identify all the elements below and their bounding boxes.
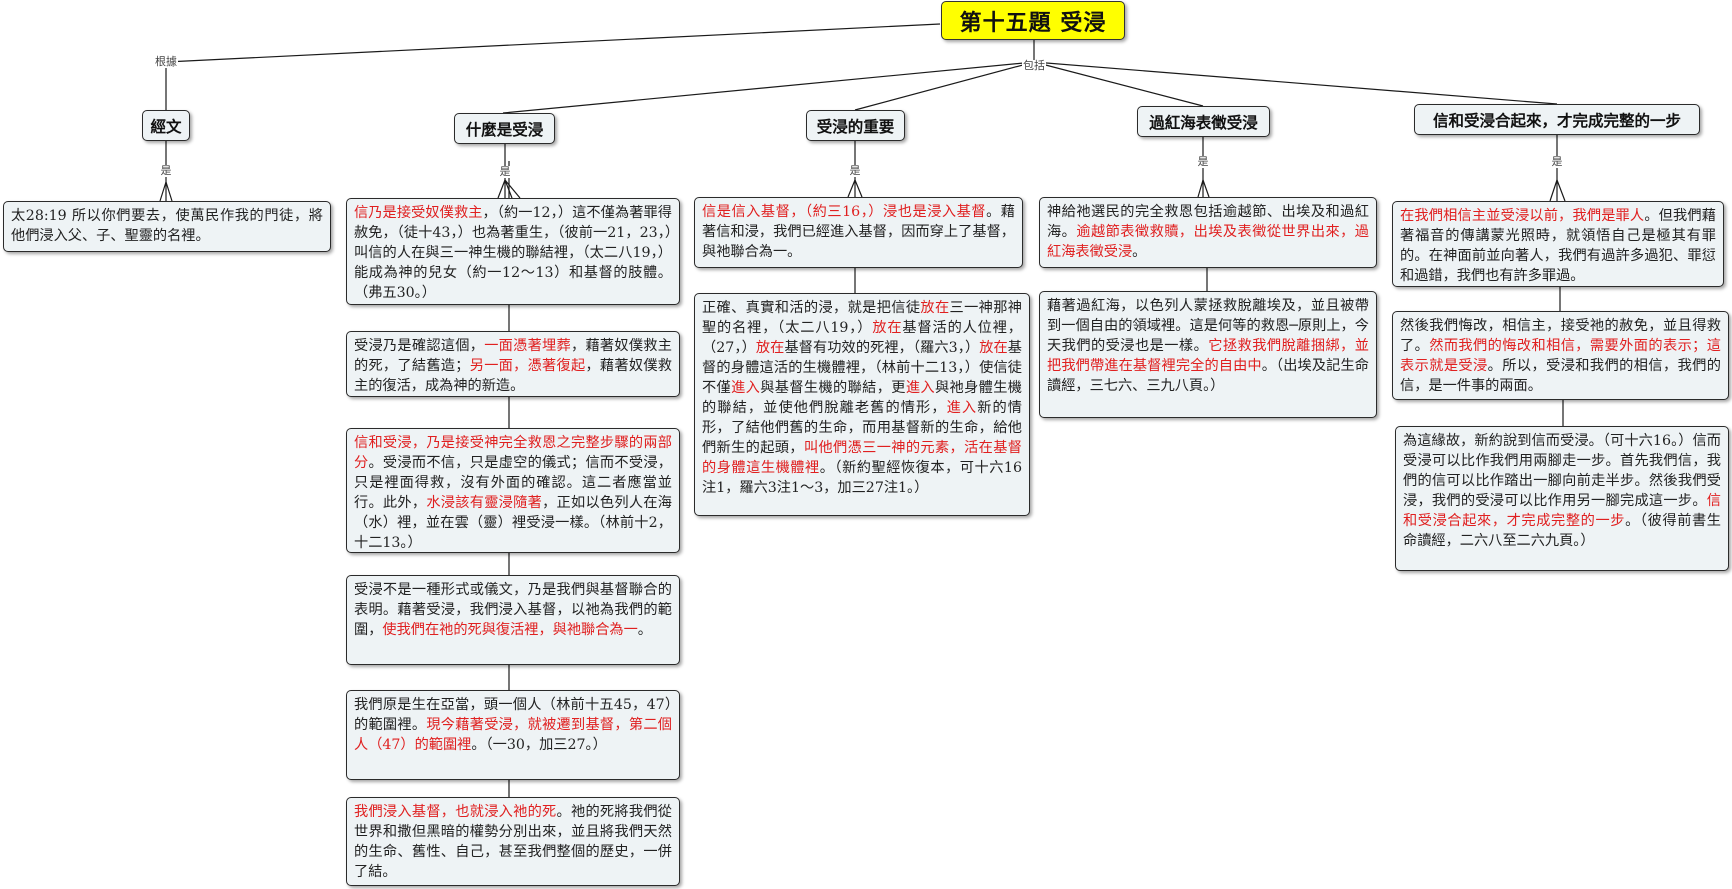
topic-redsea-title: 過紅海表徵受浸	[1149, 112, 1258, 132]
highlight-text: 信和受浸，乃是接受神完全救恩之完整步驟的兩部分	[354, 435, 672, 471]
highlight-text: 然而我們的悔改和相信，需要外面的表示；這表示就是受浸	[1400, 338, 1721, 374]
note-text: ，藉著奴僕救主的死，了結舊造；	[354, 338, 672, 374]
highlight-text: 放在	[872, 320, 903, 336]
topic-faith[interactable]: 信和受浸合起來，才完成完整的一步	[1414, 104, 1700, 135]
topic-scripture-title: 經文	[150, 116, 182, 136]
note-redsea-2[interactable]: 藉著過紅海，以色列人蒙拯救脫離埃及，並且被帶到一個自由的領域裡。這是何等的救恩─…	[1039, 291, 1377, 418]
note-text: 新的情形，了結他們舊的生命，而用基督新的生命，給他們新生的起頭，	[702, 400, 1022, 456]
note-text: 我們原是生在亞當，頭一個人（林前十五45，47）的範圍裡。	[354, 697, 672, 733]
highlight-text: 逾越節表徵救贖，出埃及表徵從世界出來，過紅海表徵受浸	[1047, 224, 1369, 260]
highlight-text: 另一面，憑著復起	[469, 358, 586, 374]
highlight-text: 信是信入基督，（約三16，）浸也是浸入基督	[702, 204, 987, 220]
note-what-3[interactable]: 信和受浸，乃是接受神完全救恩之完整步驟的兩部分。受浸而不信，只是虛空的儀式；信而…	[346, 428, 680, 553]
topic-importance-title: 受浸的重要	[816, 116, 895, 136]
note-importance-2[interactable]: 正確、真實和活的浸，就是把信徒放在三一神那神聖的名裡，（太二八19，）放在基督活…	[694, 293, 1030, 516]
note-text: 三一神那神聖的名裡，（太二八19，）	[702, 300, 1022, 336]
note-faith-3[interactable]: 為這緣故，新約說到信而受浸。（可十六16。）信而受浸可以比作我們用兩腳走一步。首…	[1395, 426, 1729, 571]
note-text: 基督活的人位裡，（27，）	[702, 320, 1022, 356]
note-text: 受浸乃是確認這個，	[354, 338, 485, 354]
note-text: 。（出埃及記生命讀經，三七六、三九八頁。）	[1047, 358, 1369, 394]
note-text: 。但我們藉著福音的傳講蒙光照時，就領悟自己是極其有罪的。在神面前並向著人，我們有…	[1400, 208, 1716, 284]
note-text: 。	[637, 622, 652, 638]
note-scripture-1[interactable]: 太28:19 所以你們要去，使萬民作我的門徒，將他們浸入父、子、聖靈的名裡。	[3, 201, 331, 252]
root-title: 第十五題 受浸	[959, 9, 1107, 36]
highlight-text: 進入	[731, 380, 761, 396]
note-text: 。（彼得前書生命讀經，二六八至二六九頁。）	[1403, 513, 1721, 549]
highlight-text: 水浸該有靈浸隨著	[426, 495, 543, 511]
note-what-5[interactable]: 我們原是生在亞當，頭一個人（林前十五45，47）的範圍裡。現今藉著受浸，就被遷到…	[346, 690, 680, 780]
root-topic[interactable]: 第十五題 受浸	[941, 1, 1125, 40]
note-text: 。所以，受浸和我們的相信，我們的信，是一件事的兩面。	[1400, 358, 1721, 394]
note-text: 。藉著信和浸，我們已經進入基督，因而穿上了基督，與祂聯合為一。	[702, 204, 1015, 260]
note-text: 。（新約聖經恢復本，可十六16注1，羅六3注1～3，加三27注1。）	[702, 460, 1022, 496]
note-text: 。祂的死將我們從世界和撒但黑暗的權勢分別出來，並且將我們天然的生命、舊性、自己，…	[354, 804, 672, 880]
highlight-text: 進入	[946, 400, 978, 416]
note-text: 太28:19 所以你們要去，使萬民作我的門徒，將他們浸入父、子、聖靈的名裡。	[11, 208, 323, 244]
note-redsea-1[interactable]: 神給祂選民的完全救恩包括逾越節、出埃及和過紅海。逾越節表徵救贖，出埃及表徵從世界…	[1039, 197, 1377, 268]
topic-what[interactable]: 什麼是受浸	[454, 113, 555, 144]
link-includes-what	[502, 61, 1035, 114]
note-what-2[interactable]: 受浸乃是確認這個，一面憑著埋葬，藉著奴僕救主的死，了結舊造；另一面，憑著復起，藉…	[346, 331, 680, 397]
highlight-text: 在我們相信主並受浸以前，我們是罪人	[1400, 208, 1645, 224]
note-text: 然後我們悔改，相信主，接受祂的赦免，並且得救了。	[1400, 318, 1721, 354]
link-includes-redsea	[1033, 61, 1204, 107]
note-text: 與祂身體生機的聯結，並使他們脫離老舊的情形，	[702, 380, 1022, 416]
link-label-is-what: 是	[498, 165, 512, 178]
topic-what-title: 什麼是受浸	[465, 119, 544, 139]
note-text: 。受浸而不信，只是虛空的儀式；信而不受浸，只是裡面得救，沒有外面的確認。這二者應…	[354, 455, 672, 511]
highlight-text: 信和受浸合起來，才完成完整的一步	[1403, 493, 1721, 529]
link-label-is-scripture: 是	[159, 164, 173, 177]
highlight-text: 放在	[979, 340, 1008, 356]
note-text: 受浸不是一種形式或儀文，乃是我們與基督聯合的表明。藉著受浸，我們浸入基督，以祂為…	[354, 582, 672, 638]
topic-scripture[interactable]: 經文	[142, 110, 190, 141]
note-text: 藉著過紅海，以色列人蒙拯救脫離埃及，並且被帶到一個自由的領域裡。這是何等的救恩─…	[1047, 298, 1369, 354]
link-label-includes: 包括	[1022, 59, 1046, 72]
note-text: 正確、真實和活的浸，就是把信徒	[702, 300, 921, 316]
note-text: 。	[1132, 244, 1147, 260]
topic-faith-title: 信和受浸合起來，才完成完整的一步	[1432, 110, 1681, 130]
link-label-basis: 根據	[154, 55, 178, 68]
note-what-4[interactable]: 受浸不是一種形式或儀文，乃是我們與基督聯合的表明。藉著受浸，我們浸入基督，以祂為…	[346, 575, 680, 665]
topic-importance[interactable]: 受浸的重要	[806, 110, 905, 141]
highlight-text: 叫他們憑三一神的元素，活在基督的身體這生機體裡	[702, 440, 1022, 476]
note-text: ，正如以色列人在海（水）裡，並在雲（靈）裡受浸一樣。（林前十2，十二13。）	[354, 495, 672, 551]
link-label-is-importance: 是	[848, 164, 862, 177]
note-faith-2[interactable]: 然後我們悔改，相信主，接受祂的赦免，並且得救了。然而我們的悔改和相信，需要外面的…	[1392, 311, 1729, 400]
link-includes-importance	[854, 61, 1035, 111]
highlight-text: 它拯救我們脫離捆綁，並把我們帶進在基督裡完全的自由中	[1047, 338, 1369, 374]
note-what-1[interactable]: 信乃是接受奴僕救主，（約一12，）這不僅為著罪得赦免，（徒十43，）也為著重生，…	[346, 198, 680, 305]
link-label-is-faith: 是	[1550, 155, 1564, 168]
note-faith-1[interactable]: 在我們相信主並受浸以前，我們是罪人。但我們藉著福音的傳講蒙光照時，就領悟自己是極…	[1392, 201, 1724, 287]
topic-redsea[interactable]: 過紅海表徵受浸	[1137, 106, 1270, 137]
note-what-6[interactable]: 我們浸入基督，也就浸入祂的死。祂的死將我們從世界和撒但黑暗的權勢分別出來，並且將…	[346, 797, 680, 886]
link-label-is-redsea: 是	[1196, 155, 1210, 168]
note-text: 。（一30，加三27。）	[471, 737, 607, 753]
note-text: 與基督生機的聯結，更	[760, 380, 906, 396]
highlight-text: 現今藉著受浸，就被遷到基督，第二個人（47）的範圍裡	[354, 717, 672, 753]
note-text: 基督有功效的死裡，（羅六3，）	[784, 340, 980, 356]
note-text: ，藉著奴僕救主的復活，成為神的新造。	[354, 358, 672, 394]
link-root-basis	[165, 23, 941, 63]
highlight-text: 我們浸入基督，也就浸入祂的死	[354, 804, 557, 820]
note-text: ，（約一12，）這不僅為著罪得赦免，（徒十43，）也為著重生，（彼前一21，23…	[354, 205, 672, 301]
highlight-text: 放在	[920, 300, 950, 316]
highlight-text: 進入	[905, 380, 935, 396]
highlight-text: 一面憑著埋葬	[484, 338, 571, 354]
note-text: 為這緣故，新約說到信而受浸。（可十六16。）信而受浸可以比作我們用兩腳走一步。首…	[1403, 433, 1721, 509]
note-text: 神給祂選民的完全救恩包括逾越節、出埃及和過紅海。	[1047, 204, 1369, 240]
link-includes-faith	[1033, 61, 1558, 105]
highlight-text: 信乃是接受奴僕救主	[354, 205, 483, 221]
highlight-text: 使我們在祂的死與復活裡，與祂聯合為一	[382, 622, 638, 638]
highlight-text: 放在	[755, 340, 785, 356]
note-text: 基督的身體這活的生機體裡，（林前十二13，）使信徒不僅	[702, 340, 1022, 396]
note-importance-1[interactable]: 信是信入基督，（約三16，）浸也是浸入基督。藉著信和浸，我們已經進入基督，因而穿…	[694, 197, 1023, 268]
